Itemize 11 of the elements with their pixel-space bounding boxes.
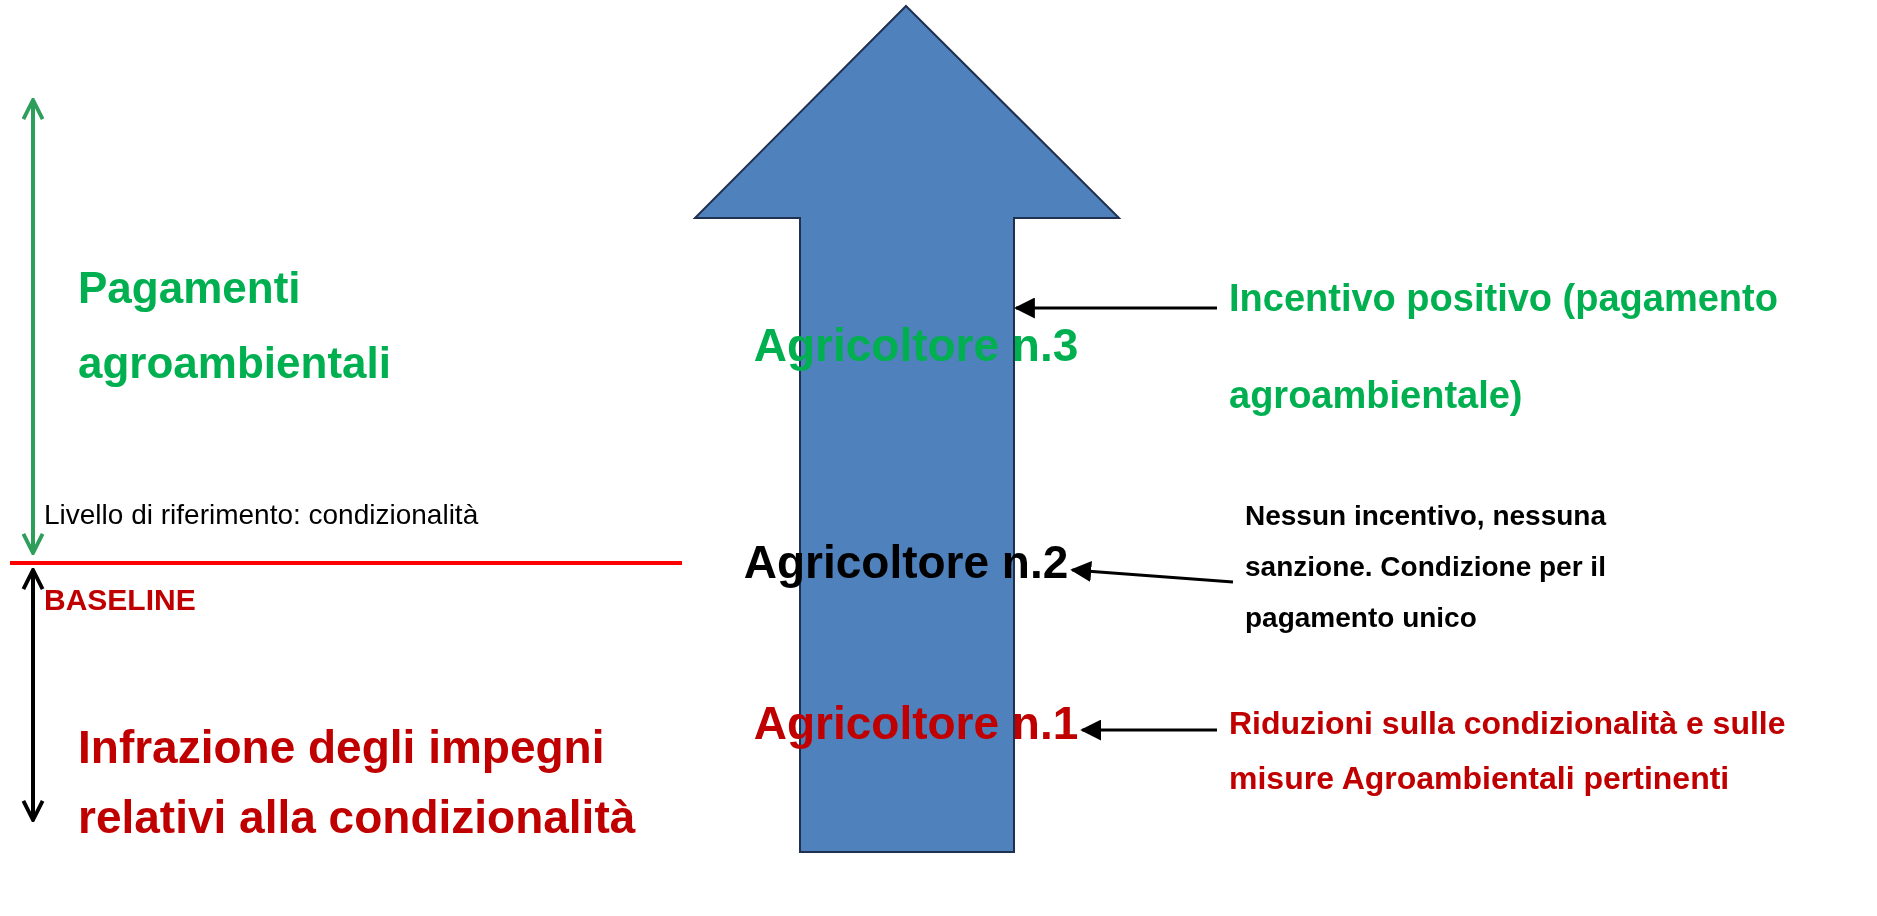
baseline-label: BASELINE xyxy=(44,582,196,618)
reference-label: Livello di riferimento: condizionalità xyxy=(44,498,479,532)
section-label: Infrazione degli impegni relativi alla condizionalità xyxy=(78,720,637,845)
annotation-text: Riduzioni sulla condizionalità e sulle misure Agroambientali pertinenti xyxy=(1229,696,1829,806)
up-arrow-shape xyxy=(692,4,1122,853)
arrow xyxy=(1070,560,1234,584)
annotation-text: Nessun incentivo, nessuna sanzione. Condizione per il pagamento unico xyxy=(1245,490,1735,643)
arrow xyxy=(1080,719,1217,741)
arrow xyxy=(1013,297,1217,319)
section-label: Pagamenti agroambientali xyxy=(78,262,392,389)
annotation-text: Incentivo positivo (pagamento agroambientale) xyxy=(1229,250,1849,444)
